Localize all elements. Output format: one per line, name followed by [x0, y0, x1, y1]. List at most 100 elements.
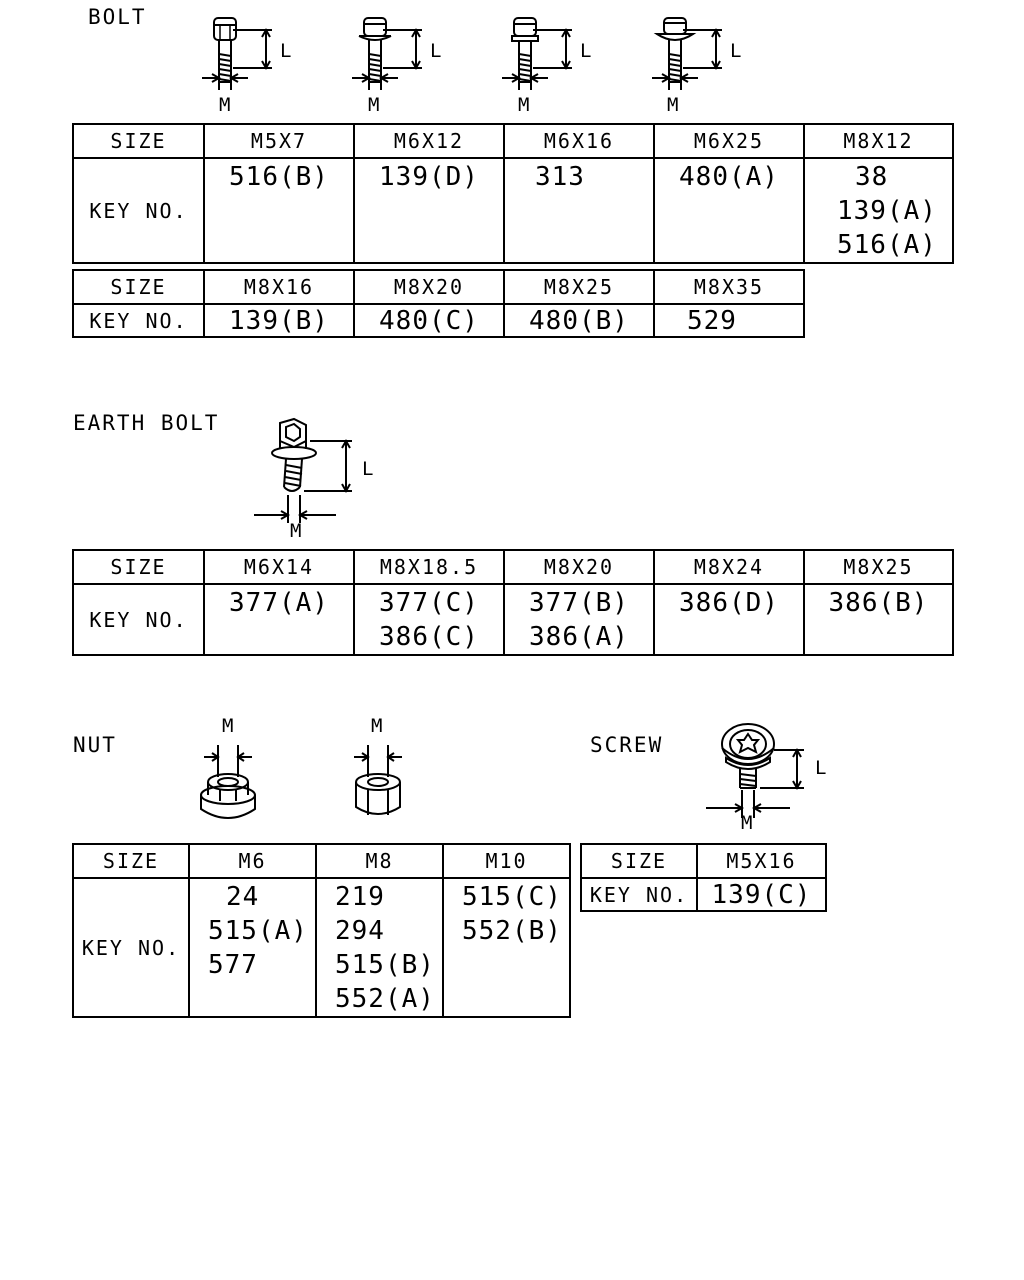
key-value: 377(C) [379, 588, 479, 618]
screw-table: SIZE M5X16 KEY NO. 139(C) [580, 843, 827, 912]
bolt3-m-label: M [518, 94, 530, 116]
plain-nut-icon [354, 745, 402, 815]
bolt-section-title: BOLT [88, 5, 147, 29]
size-cell: M8X20 [503, 549, 655, 585]
key-value: 139(C) [711, 880, 812, 910]
key-cell: 515(C) 552(B) [442, 877, 571, 1018]
key-cell: 386(B) [803, 583, 954, 656]
key-cell: 480(C) [353, 303, 505, 338]
key-value: 516(A) [837, 230, 937, 260]
nut-table: SIZE M6 M8 M10 KEY NO. 24 515(A) 577 219… [72, 843, 571, 1018]
size-cell: M5X7 [203, 123, 355, 159]
size-cell: M5X16 [696, 843, 827, 879]
nut-illustrations [200, 745, 402, 819]
key-no-header: KEY NO. [72, 157, 205, 264]
size-header: SIZE [580, 843, 698, 879]
key-value: 386(D) [679, 588, 779, 618]
size-cell: M8X24 [653, 549, 805, 585]
size-header: SIZE [72, 269, 205, 305]
key-value: 386(C) [379, 622, 479, 652]
key-cell: 219 294 515(B) 552(A) [315, 877, 444, 1018]
bolt1-l-label: L [280, 40, 292, 62]
key-cell: 313 [503, 157, 655, 264]
size-cell: M8X16 [203, 269, 355, 305]
size-header: SIZE [72, 843, 190, 879]
screw-m-label: M [741, 812, 753, 834]
size-cell: M6X12 [353, 123, 505, 159]
key-value: 313 [535, 162, 585, 192]
key-value: 529 [687, 306, 737, 336]
key-value: 516(B) [229, 162, 329, 192]
key-value: 577 [208, 950, 258, 980]
key-value: 139(B) [229, 306, 329, 336]
key-value: 139(A) [837, 196, 937, 226]
bolt-illustrations [201, 17, 723, 91]
key-cell: 377(C) 386(C) [353, 583, 505, 656]
bolt-table-1: SIZE M5X7 M6X12 M6X16 M6X25 M8X12 KEY NO… [72, 123, 954, 264]
size-cell: M8X35 [653, 269, 805, 305]
bolt-plain-hex-icon [201, 17, 273, 91]
screw-icon [706, 723, 804, 818]
earth-bolt-l-label: L [362, 458, 374, 480]
size-cell: M8X25 [503, 269, 655, 305]
key-value: 377(B) [529, 588, 629, 618]
key-value: 139(D) [379, 162, 479, 192]
size-cell: M8X12 [803, 123, 954, 159]
key-cell: 480(A) [653, 157, 805, 264]
key-cell: 516(B) [203, 157, 355, 264]
key-value: 219 [335, 882, 385, 912]
flange-nut-icon [200, 745, 256, 819]
key-cell: 386(D) [653, 583, 805, 656]
size-header: SIZE [72, 123, 205, 159]
key-no-header: KEY NO. [72, 877, 190, 1018]
size-cell: M6 [188, 843, 317, 879]
bolt2-l-label: L [430, 40, 442, 62]
key-no-header: KEY NO. [72, 303, 205, 338]
nut2-m-label: M [371, 715, 383, 737]
bolt-flange-icon [351, 17, 423, 91]
key-no-header: KEY NO. [72, 583, 205, 656]
key-value: 515(B) [335, 950, 435, 980]
key-value: 386(B) [828, 588, 929, 618]
size-cell: M8X20 [353, 269, 505, 305]
key-value: 377(A) [229, 588, 329, 618]
key-cell: 139(D) [353, 157, 505, 264]
key-value: 480(C) [379, 306, 479, 336]
key-value: 552(B) [462, 916, 562, 946]
earth-bolt-section-title: EARTH BOLT [73, 411, 220, 435]
size-cell: M8 [315, 843, 444, 879]
screw-section-title: SCREW [590, 733, 664, 757]
key-value: 515(A) [208, 916, 308, 946]
key-cell: 377(A) [203, 583, 355, 656]
key-cell: 529 [653, 303, 805, 338]
key-cell: 38 139(A) 516(A) [803, 157, 954, 264]
size-cell: M6X14 [203, 549, 355, 585]
key-cell: 377(B) 386(A) [503, 583, 655, 656]
key-cell: 24 515(A) 577 [188, 877, 317, 1018]
bolt-large-flange-icon [651, 17, 723, 91]
size-header: SIZE [72, 549, 205, 585]
bolt2-m-label: M [368, 94, 380, 116]
size-cell: M6X16 [503, 123, 655, 159]
earth-bolt-icon [254, 417, 352, 523]
nut1-m-label: M [222, 715, 234, 737]
key-value: 38 [855, 162, 889, 192]
key-cell: 139(B) [203, 303, 355, 338]
bolt4-m-label: M [667, 94, 679, 116]
key-value: 515(C) [462, 882, 562, 912]
key-value: 552(A) [335, 984, 435, 1014]
key-value: 480(B) [529, 306, 629, 336]
size-cell: M10 [442, 843, 571, 879]
earth-bolt-m-label: M [290, 520, 302, 542]
size-cell: M6X25 [653, 123, 805, 159]
nut-section-title: NUT [73, 733, 117, 757]
earth-bolt-table: SIZE M6X14 M8X18.5 M8X20 M8X24 M8X25 KEY… [72, 549, 954, 656]
key-no-header: KEY NO. [580, 877, 698, 912]
key-value: 24 [226, 882, 260, 912]
key-cell: 139(C) [696, 877, 827, 912]
bolt4-l-label: L [730, 40, 742, 62]
screw-l-label: L [815, 757, 827, 779]
key-value: 386(A) [529, 622, 629, 652]
bolt-table-2: SIZE M8X16 M8X20 M8X25 M8X35 KEY NO. 139… [72, 269, 805, 338]
size-cell: M8X25 [803, 549, 954, 585]
